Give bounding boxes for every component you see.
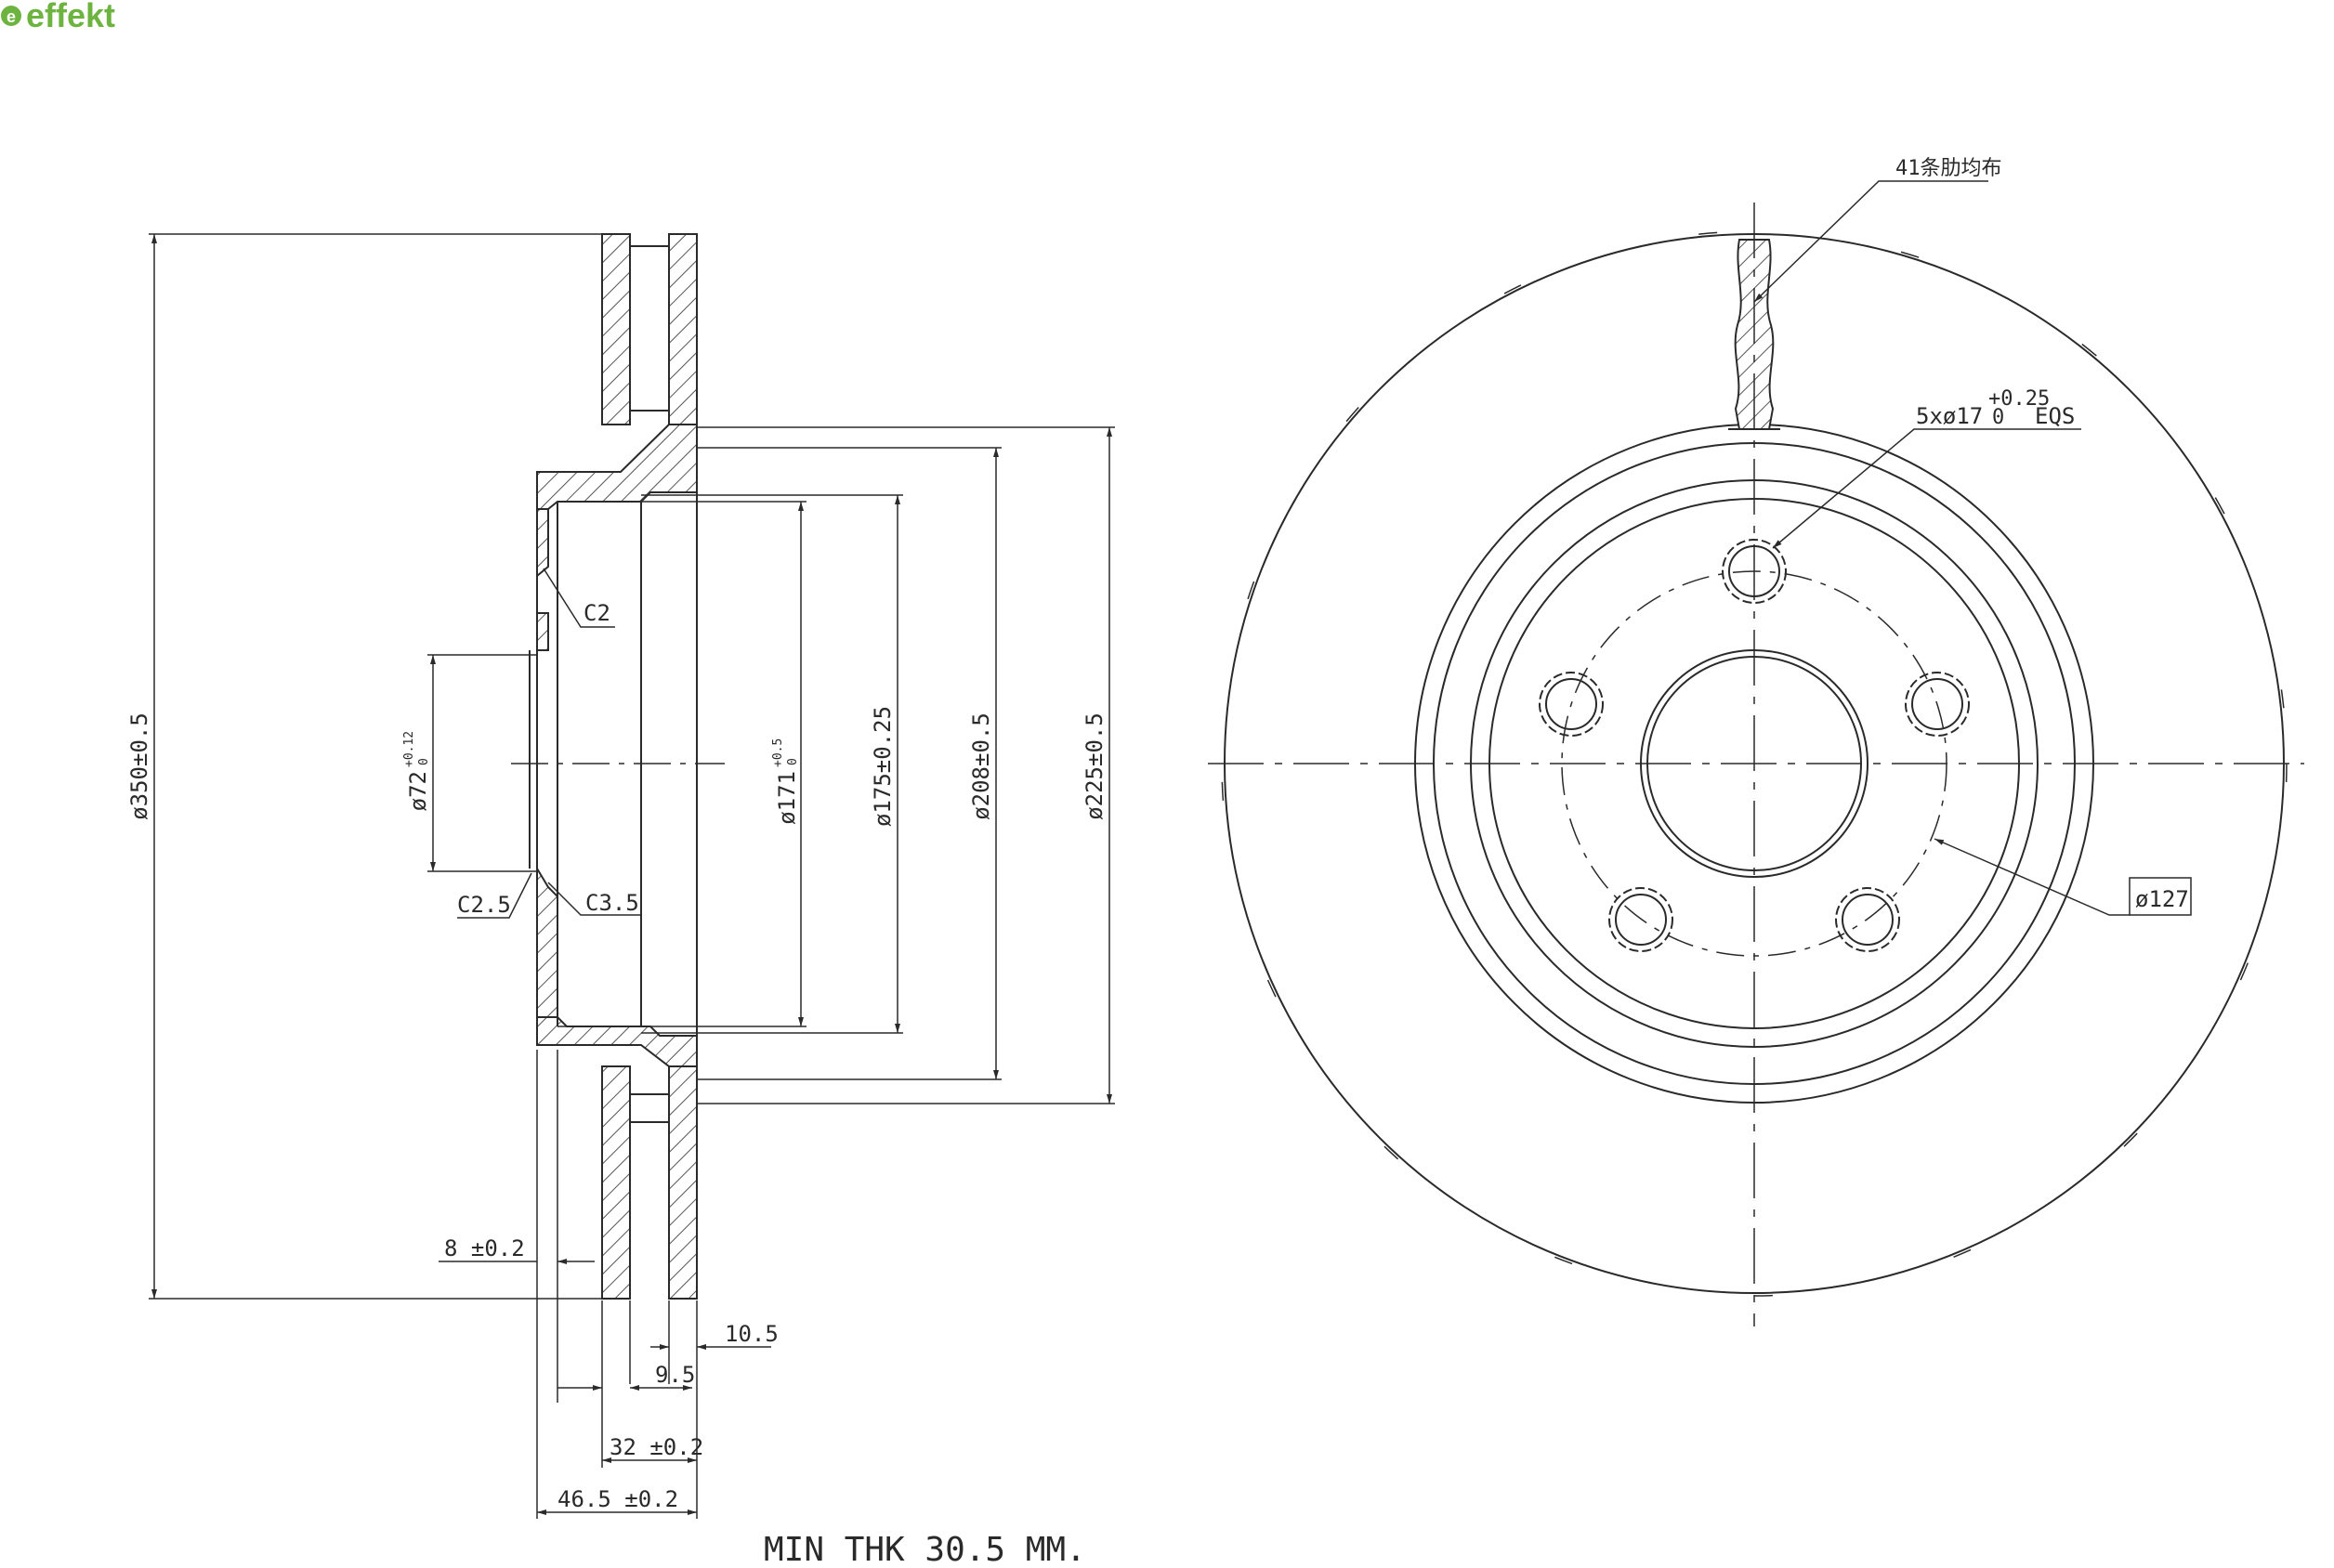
bolt-hole-4-chamfer xyxy=(1608,887,1673,952)
label-holes-prefix: 5xø17 xyxy=(1916,403,1983,429)
front-view-labels: 41条肋均布 5xø17 +0.25 0 EQS ø127 xyxy=(1895,157,2189,912)
label-c35: C3.5 xyxy=(585,890,639,916)
label-d208: ø208±0.5 xyxy=(968,712,994,820)
bolt-hole-3-chamfer xyxy=(1835,887,1900,952)
leader-c35 xyxy=(547,882,641,916)
label-d171-tol-plus: +0.5 xyxy=(771,738,785,767)
label-c25: C2.5 xyxy=(457,892,511,918)
label-d175: ø175±0.25 xyxy=(870,706,896,827)
leader-pcd xyxy=(1934,838,2130,916)
brand-logo: e effekt xyxy=(1,0,115,34)
side-section-view xyxy=(511,233,725,1300)
brand-logo-icon xyxy=(1,6,21,26)
label-d72: ø72 xyxy=(405,771,431,811)
bolt-hole-5 xyxy=(1545,678,1597,730)
bolt-hole-1-chamfer xyxy=(1722,539,1787,604)
label-c2: C2 xyxy=(584,600,610,626)
label-t95: 9.5 xyxy=(655,1362,695,1388)
label-holes-tol-plus: +0.25 xyxy=(1988,387,2050,411)
label-holes-tol-minus: 0 xyxy=(1992,406,2004,429)
leader-holes xyxy=(1772,428,2081,549)
bolt-hole-4 xyxy=(1615,894,1667,946)
label-ribs: 41条肋均布 xyxy=(1895,157,2002,180)
label-d171: ø171 xyxy=(774,771,800,825)
label-t105: 10.5 xyxy=(725,1321,779,1347)
label-d171-tol-minus: 0 xyxy=(786,758,800,765)
leader-c25 xyxy=(457,872,532,919)
brand-logo-e: e xyxy=(7,7,16,26)
label-d225: ø225±0.5 xyxy=(1082,712,1108,820)
bolt-hole-2 xyxy=(1911,678,1963,730)
bolt-hole-5-chamfer xyxy=(1539,672,1604,737)
front-view xyxy=(1208,180,2304,1326)
leader-ribs xyxy=(1753,180,1988,303)
friction-plate-inner-bottom xyxy=(668,1065,698,1300)
label-t465: 46.5 ±0.2 xyxy=(557,1486,678,1512)
label-d72-tol-minus: 0 xyxy=(417,758,431,765)
side-dimension-labels: ø350±0.5 ø72 +0.12 0 ø171 +0.5 0 ø175±0.… xyxy=(126,600,1108,1512)
bolt-hole-3 xyxy=(1842,894,1894,946)
label-t32: 32 ±0.2 xyxy=(610,1434,703,1460)
min-thickness-note: MIN THK 30.5 MM. xyxy=(764,1531,1086,1568)
pcd-label-box xyxy=(2129,877,2192,916)
friction-plate-inner-top xyxy=(668,233,698,425)
bolt-hole-2-chamfer xyxy=(1905,672,1970,737)
side-dimensions xyxy=(149,233,1115,1519)
label-d350: ø350±0.5 xyxy=(126,712,152,820)
friction-plate-outer-top xyxy=(601,233,631,425)
label-t8: 8 ±0.2 xyxy=(444,1235,525,1261)
label-d72-tol-plus: +0.12 xyxy=(402,731,416,767)
label-holes-suffix: EQS xyxy=(2035,403,2075,429)
leader-c2 xyxy=(543,568,615,628)
friction-plate-outer-bottom xyxy=(601,1065,631,1300)
label-pcd: ø127 xyxy=(2135,886,2189,912)
brand-name: effekt xyxy=(26,0,115,34)
hat-section-top xyxy=(536,424,698,510)
hat-section-bottom xyxy=(536,1016,698,1067)
